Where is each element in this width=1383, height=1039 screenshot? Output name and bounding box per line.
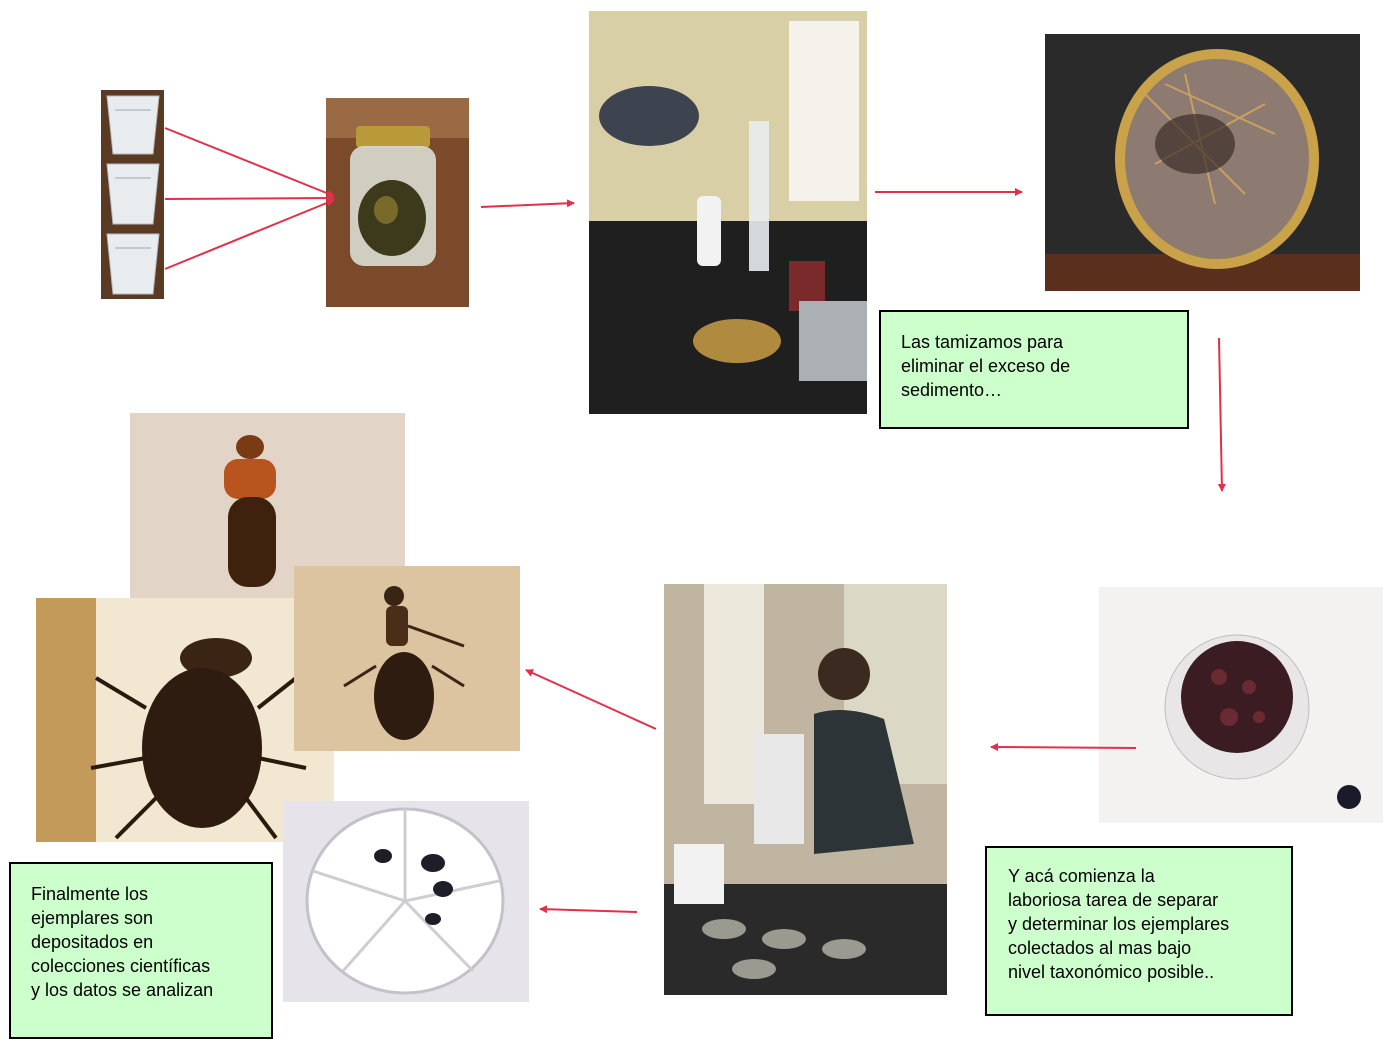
arrow-jar-to-bench <box>481 203 574 207</box>
arrow-sieve-to-dish <box>1219 338 1222 491</box>
arrow-cup3-to-jar <box>165 200 334 269</box>
arrow-dish-to-worker <box>991 747 1136 748</box>
arrow-cup1-to-jar <box>165 128 334 196</box>
arrow-worker-to-tray <box>540 909 637 912</box>
arrow-worker-to-beetles <box>526 670 656 729</box>
arrow-cup2-to-jar <box>165 198 334 199</box>
